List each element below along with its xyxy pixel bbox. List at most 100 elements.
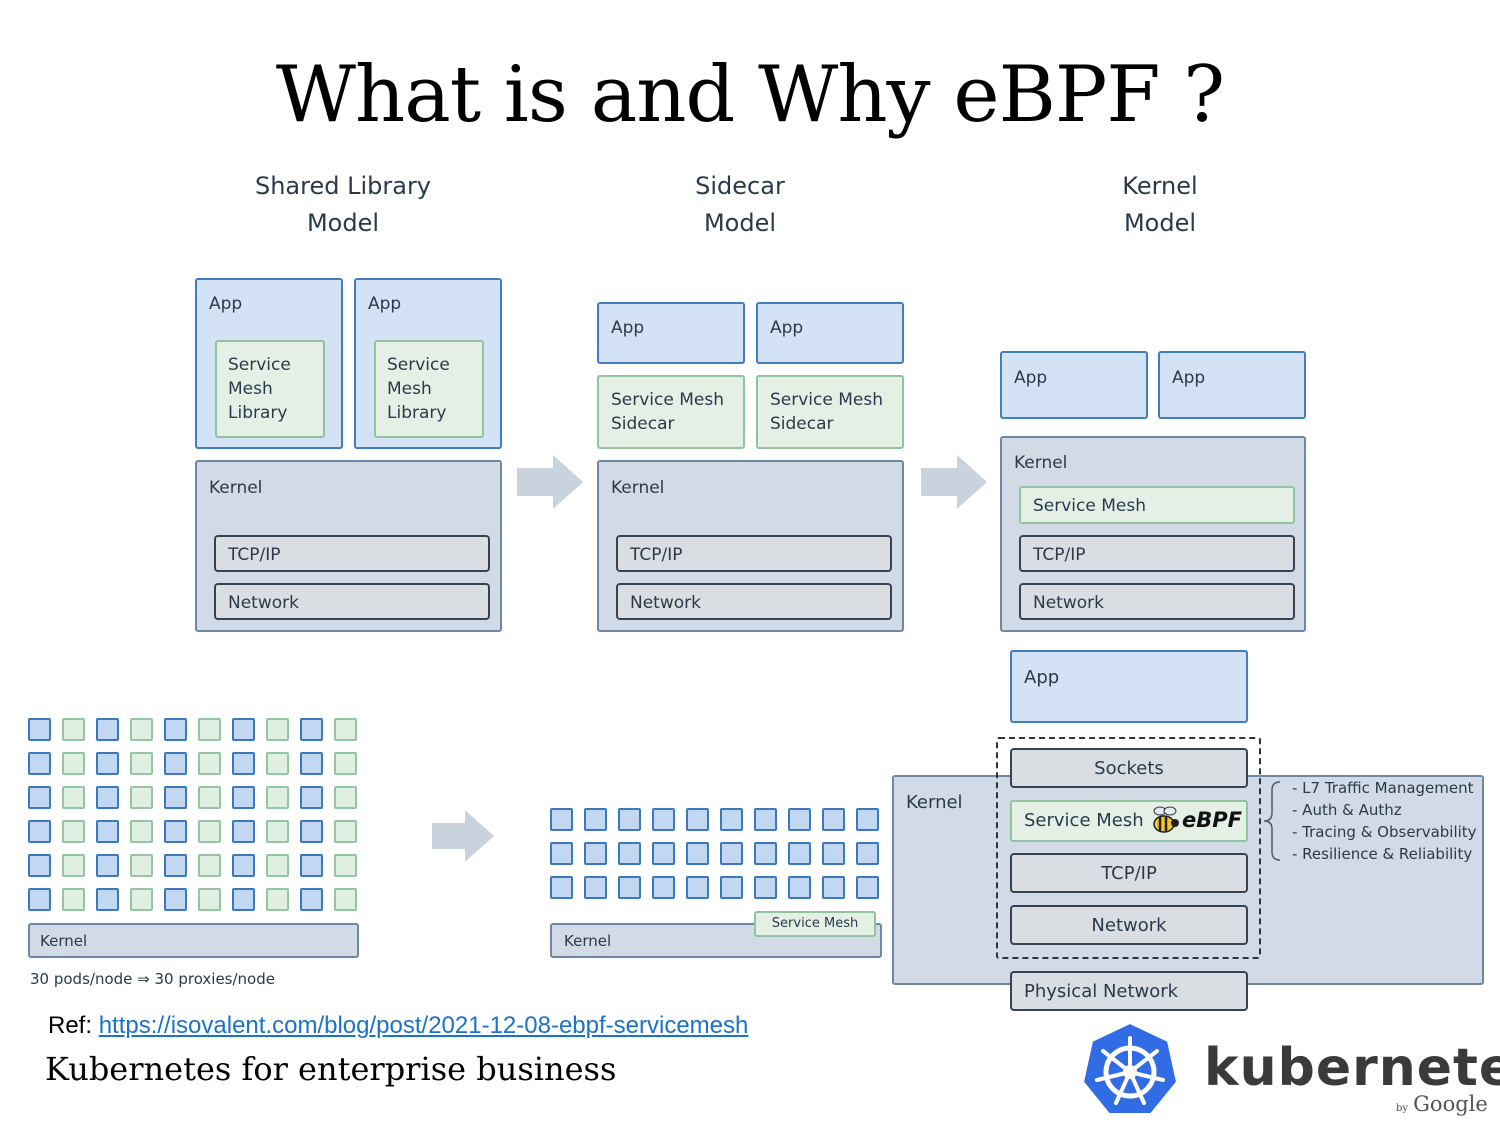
app-label: App bbox=[1024, 667, 1060, 688]
pod-square bbox=[96, 854, 119, 877]
feature-item: - Tracing & Observability bbox=[1292, 823, 1477, 841]
proxy-square bbox=[130, 752, 153, 775]
proxy-square bbox=[130, 820, 153, 843]
app-box: App bbox=[1000, 351, 1148, 419]
service-mesh-tag: Service Mesh bbox=[754, 911, 876, 937]
pod-square bbox=[686, 808, 709, 831]
kernel-label: Kernel bbox=[906, 792, 963, 813]
model-heading-line2: Model bbox=[1123, 209, 1197, 237]
network-layer: Network bbox=[1019, 583, 1295, 620]
proxy-square bbox=[130, 718, 153, 741]
network-layer: Network bbox=[616, 583, 892, 620]
app-box: App Service Mesh Library bbox=[195, 278, 343, 449]
tcpip-layer: TCP/IP bbox=[1019, 535, 1295, 572]
proxy-square bbox=[334, 752, 357, 775]
google-text: Google bbox=[1413, 1092, 1488, 1116]
pod-square bbox=[686, 842, 709, 865]
pod-square bbox=[720, 808, 743, 831]
pod-square bbox=[232, 718, 255, 741]
pod-square bbox=[720, 876, 743, 899]
pod-square bbox=[28, 888, 51, 911]
proxy-square bbox=[334, 718, 357, 741]
model-heading-line1: Shared Library bbox=[254, 172, 432, 200]
pod-square bbox=[618, 876, 641, 899]
pods-caption: 30 pods/node ⇒ 30 proxies/node bbox=[30, 970, 275, 988]
physical-network-layer: Physical Network bbox=[1010, 971, 1248, 1011]
service-mesh-label: Service Mesh bbox=[1024, 810, 1144, 831]
kubernetes-wordmark: kubernetes bbox=[1204, 1038, 1500, 1098]
kernel-label: Kernel bbox=[209, 478, 263, 498]
pod-square bbox=[720, 842, 743, 865]
library-line3: Library bbox=[387, 403, 447, 423]
pod-square bbox=[584, 842, 607, 865]
pod-square bbox=[550, 876, 573, 899]
pod-square bbox=[164, 820, 187, 843]
proxy-square bbox=[198, 820, 221, 843]
pod-square bbox=[232, 888, 255, 911]
proxy-square bbox=[334, 786, 357, 809]
pod-square bbox=[300, 718, 323, 741]
pods-grid-ebpf bbox=[550, 808, 882, 904]
library-line2: Mesh bbox=[228, 379, 273, 399]
arrow-right-icon bbox=[517, 455, 583, 509]
brace-icon bbox=[1263, 781, 1281, 861]
bee-icon bbox=[1153, 806, 1179, 833]
pod-square bbox=[754, 876, 777, 899]
pod-square bbox=[618, 842, 641, 865]
sidecar-line2: Sidecar bbox=[770, 414, 834, 434]
network-layer: Network bbox=[214, 583, 490, 620]
pod-square bbox=[822, 842, 845, 865]
pod-square bbox=[232, 786, 255, 809]
arrow-right-icon bbox=[432, 810, 494, 862]
pod-square bbox=[754, 808, 777, 831]
pod-square bbox=[300, 888, 323, 911]
proxy-square bbox=[334, 854, 357, 877]
proxy-square bbox=[266, 854, 289, 877]
pod-square bbox=[652, 808, 675, 831]
service-mesh-sidecar-box: Service Mesh Sidecar bbox=[597, 375, 745, 449]
app-box: App bbox=[756, 302, 904, 364]
pod-square bbox=[754, 842, 777, 865]
pod-square bbox=[300, 752, 323, 775]
proxy-square bbox=[62, 718, 85, 741]
app-label: App bbox=[770, 318, 804, 338]
sidecar-line1: Service Mesh bbox=[770, 390, 883, 410]
pod-square bbox=[300, 854, 323, 877]
proxy-square bbox=[334, 820, 357, 843]
reference-link[interactable]: https://isovalent.com/blog/post/2021-12-… bbox=[98, 1012, 749, 1039]
proxy-square bbox=[266, 888, 289, 911]
pod-square bbox=[822, 876, 845, 899]
app-box: App bbox=[1010, 650, 1248, 723]
pod-square bbox=[618, 808, 641, 831]
pod-square bbox=[28, 854, 51, 877]
pod-square bbox=[788, 876, 811, 899]
service-mesh-ebpf-layer: Service Mesh eBPF bbox=[1010, 800, 1248, 842]
tcpip-layer: TCP/IP bbox=[616, 535, 892, 572]
proxy-square bbox=[198, 786, 221, 809]
arrow-right-icon bbox=[921, 455, 987, 509]
pod-square bbox=[232, 820, 255, 843]
pod-square bbox=[584, 808, 607, 831]
proxy-square bbox=[198, 718, 221, 741]
service-mesh-sidecar-box: Service Mesh Sidecar bbox=[756, 375, 904, 449]
app-label: App bbox=[1172, 368, 1206, 388]
tcpip-layer: TCP/IP bbox=[1010, 853, 1248, 893]
library-line2: Mesh bbox=[387, 379, 432, 399]
pod-square bbox=[28, 786, 51, 809]
service-mesh-library-box: Service Mesh Library bbox=[374, 340, 484, 438]
tcpip-layer: TCP/IP bbox=[214, 535, 490, 572]
model-heading-line2: Model bbox=[703, 209, 777, 237]
pod-square bbox=[28, 718, 51, 741]
kernel-box: Kernel TCP/IP Network bbox=[195, 460, 502, 632]
proxy-square bbox=[62, 888, 85, 911]
kernel-box: Kernel Service Mesh TCP/IP Network bbox=[1000, 436, 1306, 632]
pod-square bbox=[550, 842, 573, 865]
proxy-square bbox=[198, 752, 221, 775]
pod-square bbox=[232, 854, 255, 877]
by-google: by Google bbox=[1396, 1092, 1488, 1116]
pod-square bbox=[28, 820, 51, 843]
proxy-square bbox=[130, 786, 153, 809]
pod-square bbox=[652, 876, 675, 899]
pod-square bbox=[856, 842, 879, 865]
footer-text: Kubernetes for enterprise business bbox=[45, 1050, 617, 1088]
